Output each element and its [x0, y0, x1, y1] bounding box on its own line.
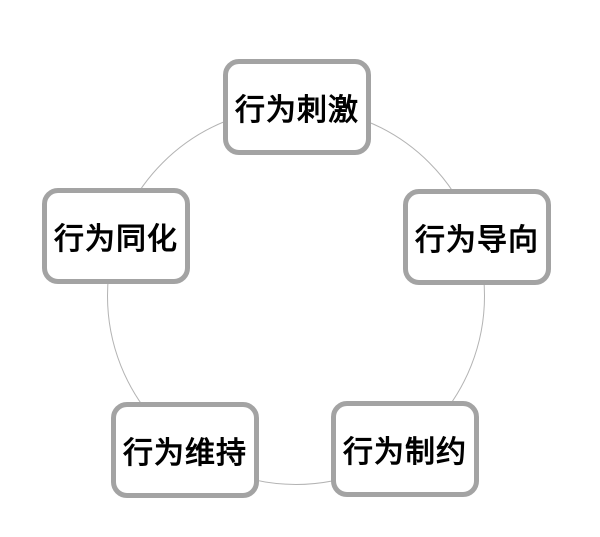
- node-label-right: 行为导向: [415, 224, 539, 257]
- cycle-node-bottom-left: 行为维持: [111, 402, 259, 498]
- cycle-node-top: 行为刺激: [223, 59, 371, 155]
- node-label-bottom-left: 行为维持: [123, 437, 247, 470]
- node-label-top: 行为刺激: [235, 94, 359, 127]
- node-label-left: 行为同化: [54, 223, 178, 256]
- cycle-node-bottom-right: 行为制约: [331, 401, 479, 497]
- node-label-bottom-right: 行为制约: [343, 436, 467, 469]
- cycle-node-left: 行为同化: [42, 188, 190, 284]
- cycle-node-right: 行为导向: [403, 189, 551, 285]
